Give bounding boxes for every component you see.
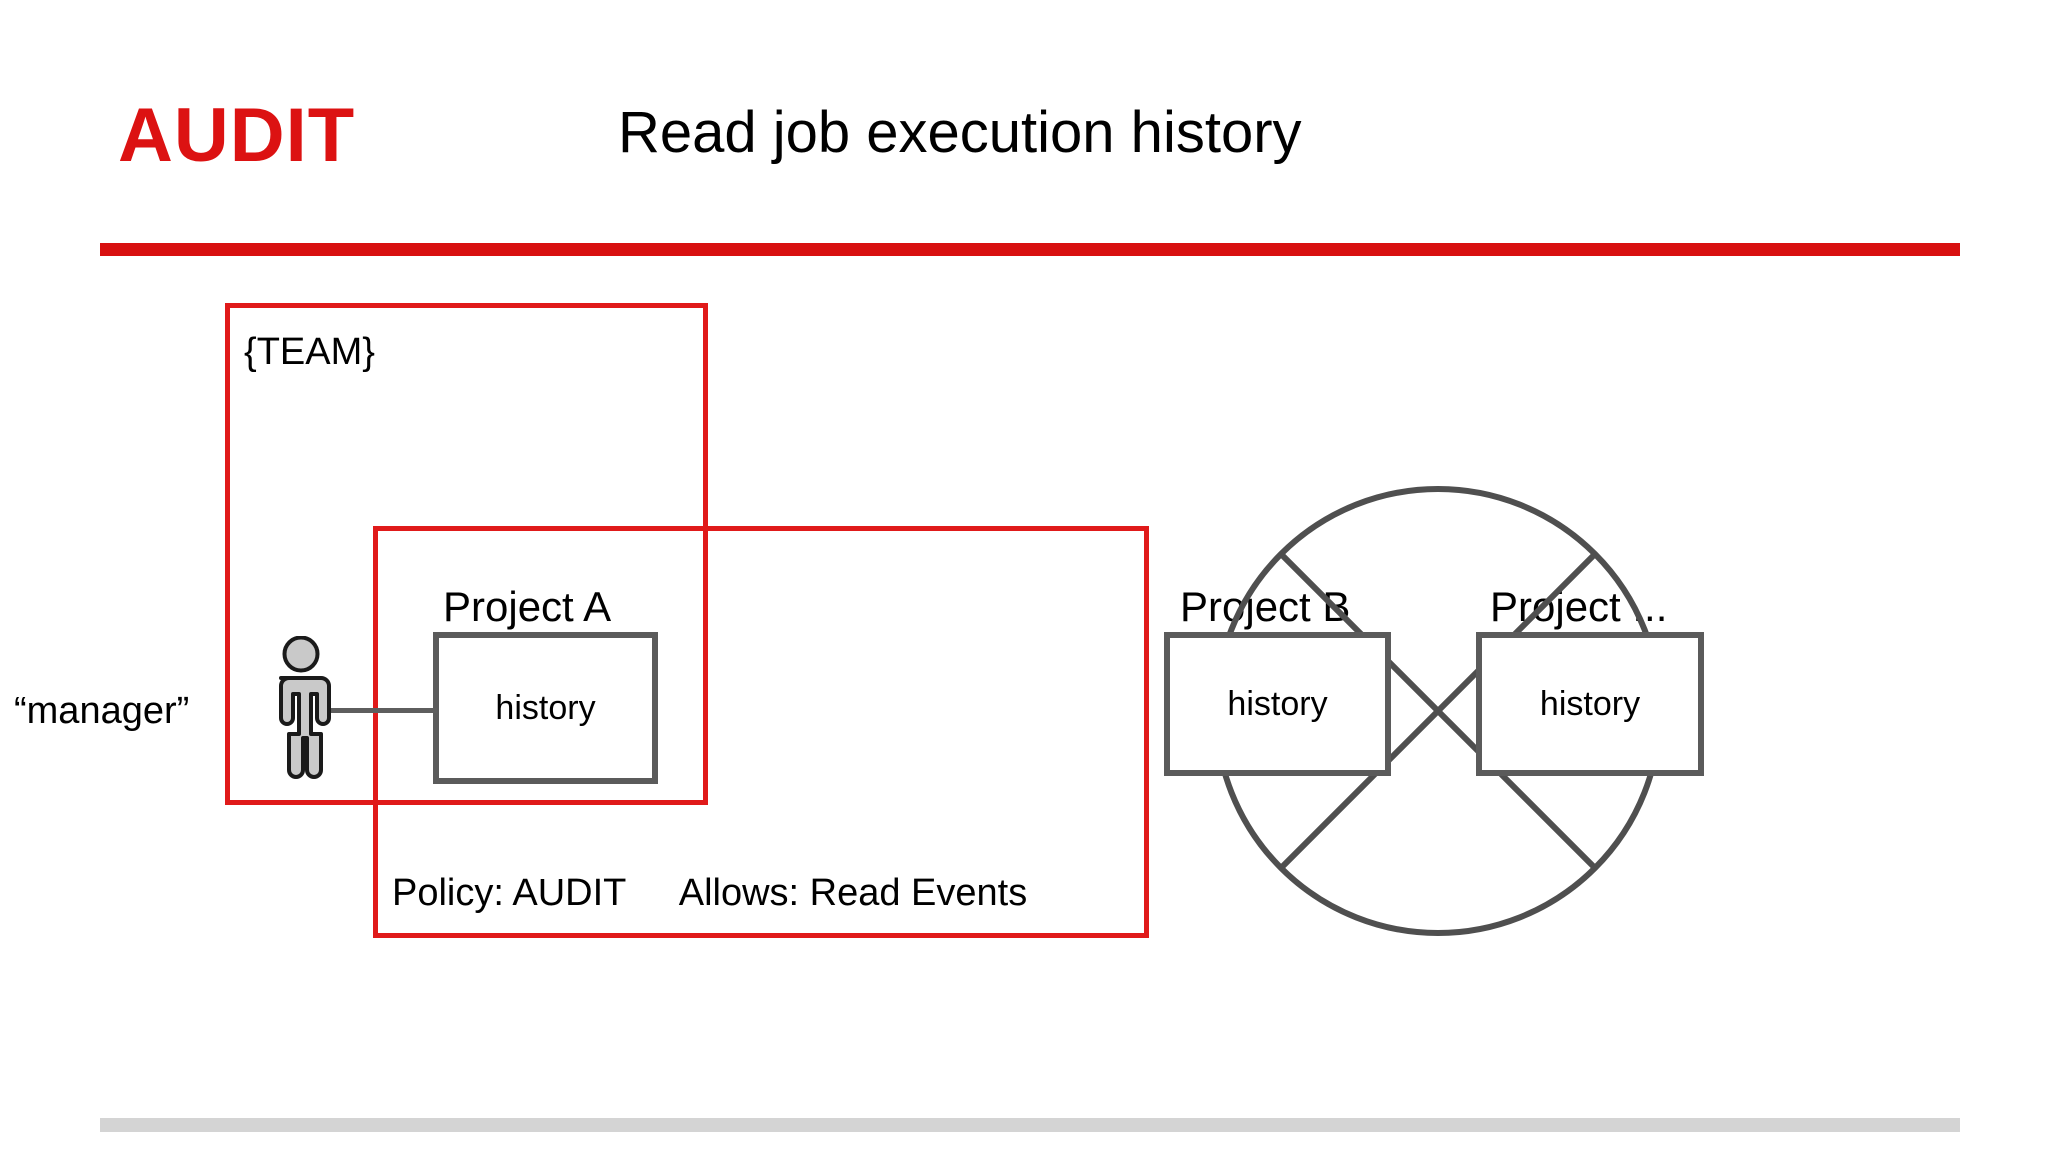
policy-statement: Policy: AUDIT Allows: Read Events [392,872,1027,915]
actor-label-manager: “manager” [14,690,190,732]
project-a-policy-box [373,526,1149,938]
policy-name-label: Policy: AUDIT [392,872,626,914]
history-resource-b: history [1164,632,1391,776]
actor-resource-connector [327,708,437,713]
page-subtitle: Read job execution history [618,100,1302,165]
person-icon [279,636,331,779]
page-title-accent: AUDIT [118,93,356,178]
history-label-c: history [1539,684,1641,723]
history-resource-c: history [1476,632,1704,776]
history-label-a: history [495,688,596,727]
policy-allows-label: Allows: Read Events [678,872,1028,914]
footer-bar [100,1118,1960,1132]
team-boundary-label: {TEAM} [244,331,375,373]
history-resource-a: history [433,632,658,784]
project-caption-a: Project A [443,583,612,630]
team-boundary-box [225,303,708,805]
header-divider [100,243,1960,256]
history-label-b: history [1227,684,1328,723]
